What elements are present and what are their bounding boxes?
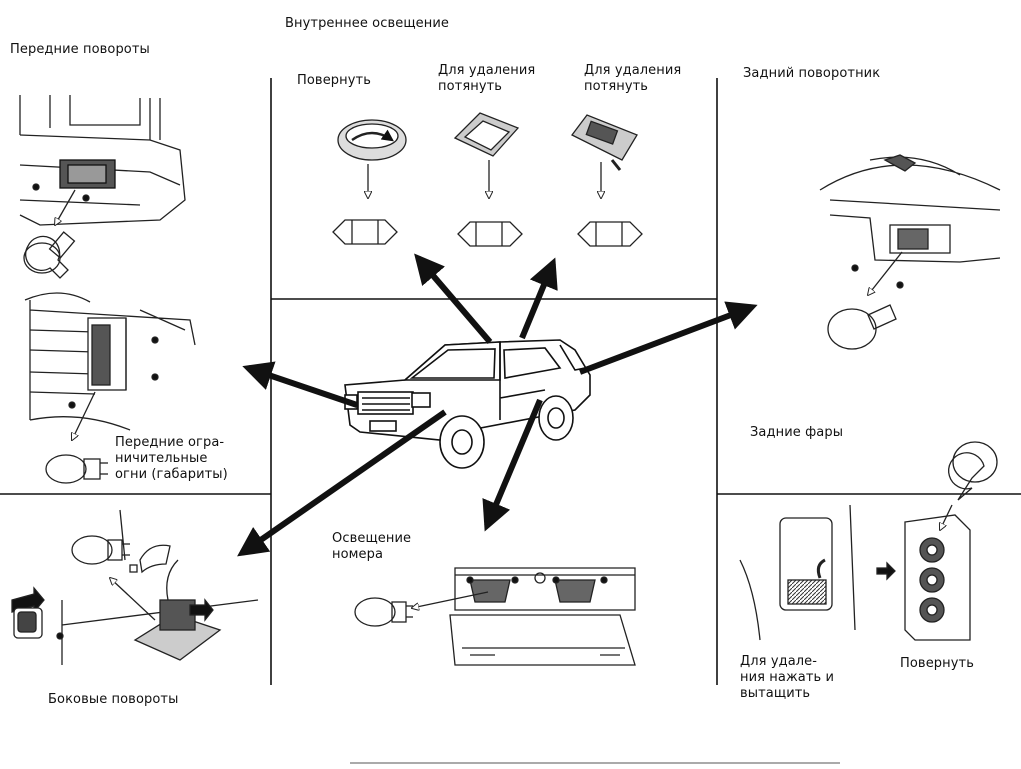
rear-turn-drawing bbox=[819, 154, 1001, 350]
label-rotate-rear: Повернуть bbox=[900, 656, 974, 671]
label-rotate-top: Повернуть bbox=[297, 73, 371, 88]
side-turn-drawing bbox=[11, 509, 259, 665]
label-rear-turn: Задний поворотник bbox=[743, 66, 881, 81]
interior-lights-drawing bbox=[332, 112, 643, 247]
front-marker-drawing bbox=[24, 292, 196, 484]
rear-lights-drawing bbox=[739, 441, 998, 641]
pointer-arrows bbox=[237, 253, 758, 557]
plate-light-drawing bbox=[354, 567, 636, 666]
label-interior: Внутреннее освещение bbox=[285, 16, 450, 31]
label-rear-lights: Задние фары bbox=[750, 425, 844, 440]
front-turn-drawing bbox=[19, 95, 186, 279]
vehicle-drawing bbox=[344, 339, 591, 469]
label-side-turn: Боковые повороты bbox=[48, 692, 179, 707]
label-front-turn: Передние повороты bbox=[10, 42, 150, 57]
